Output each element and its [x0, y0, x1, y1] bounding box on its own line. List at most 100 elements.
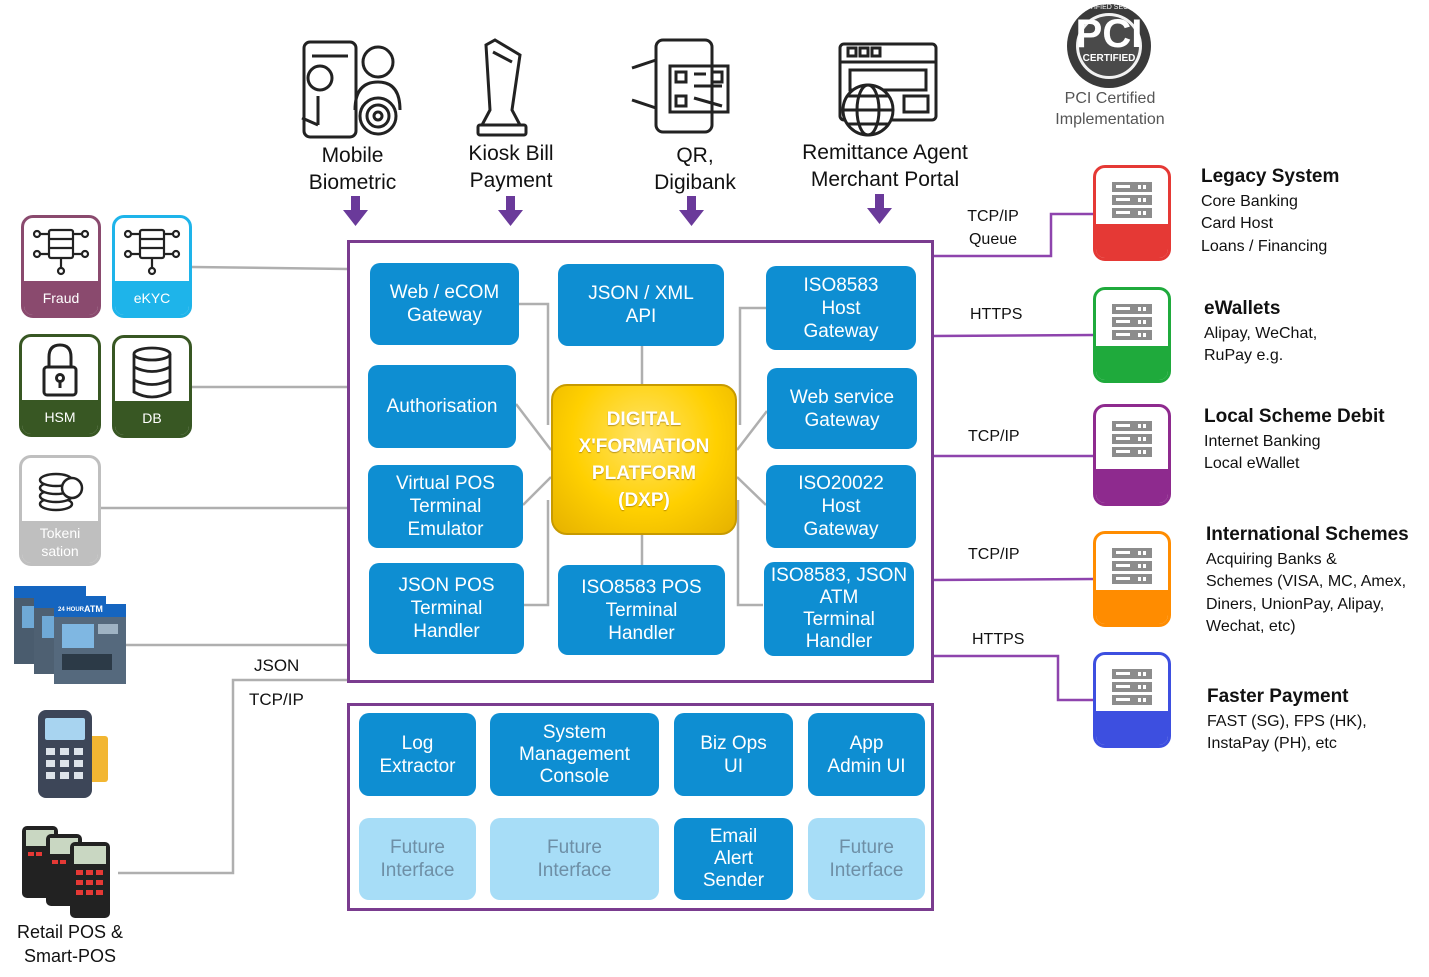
tool-future-interface-3: Future Interface	[808, 818, 925, 900]
connector-virtual-pos	[522, 476, 552, 506]
tool-future-interface-1: Future Interface	[359, 818, 476, 900]
protocol-right-faster-payment: HTTPS	[972, 631, 1025, 648]
web-portal-icon	[838, 42, 938, 137]
system-faster-payment-line-2: InstaPay (PH), etc	[1207, 735, 1337, 752]
system-ewallets-title: eWallets	[1204, 298, 1281, 319]
service-tokenisation-label: Tokeni sation	[22, 521, 98, 563]
arrow-remittance	[867, 194, 892, 224]
arrow-kiosk	[498, 196, 523, 226]
dxp-center: DIGITAL X'FORMATION PLATFORM (DXP)	[551, 384, 737, 535]
module-web-service-gateway: Web service Gateway	[767, 368, 917, 449]
source-label-kiosk: Kiosk Bill Payment	[468, 142, 554, 192]
server-rack-icon	[1112, 304, 1152, 340]
connector-international	[931, 577, 1095, 582]
protocol-right-international: TCP/IP	[968, 546, 1020, 563]
tool-email-alert-sender: Email Alert Sender	[674, 818, 793, 900]
dxp-core-frame	[347, 240, 934, 683]
card-terminal-icon	[38, 710, 108, 798]
tool-biz-ops-ui: Biz Ops UI	[674, 713, 793, 796]
server-rack-icon	[1112, 669, 1152, 705]
module-iso8583-host-gateway: ISO8583 Host Gateway	[766, 266, 916, 350]
qr-phone-icon	[631, 38, 730, 134]
connector-authorisation	[515, 403, 552, 451]
pci-logo-sub: CERTIFIED	[1082, 53, 1136, 64]
retail-pos-icon	[22, 826, 110, 918]
tool-system-management-console: System Management Console	[490, 713, 659, 796]
system-legacy-tile	[1093, 165, 1171, 261]
tool-future-interface-2: Future Interface	[490, 818, 659, 900]
tool-log-extractor: Log Extractor	[359, 713, 476, 796]
pci-label: PCI Certified Implementation	[1055, 90, 1165, 128]
service-db: DB	[112, 335, 192, 438]
connector-faster-payment	[932, 654, 1094, 702]
system-local-scheme-line-1: Internet Banking	[1204, 433, 1321, 450]
service-db-label: DB	[115, 401, 189, 435]
connector-iso8583-host	[738, 306, 766, 425]
system-international-line-1: Acquiring Banks &	[1206, 551, 1337, 568]
server-rack-icon	[1112, 182, 1152, 218]
service-hsm-label: HSM	[22, 400, 98, 434]
system-legacy-line-2: Card Host	[1201, 215, 1274, 232]
service-fraud: Fraud	[21, 215, 101, 318]
system-legacy-line-1: Core Banking	[1201, 193, 1298, 210]
system-local-scheme-band	[1096, 469, 1168, 503]
coin-stack-icon	[38, 472, 84, 512]
system-legacy-title: Legacy System	[1201, 166, 1340, 187]
source-label-remittance: Remittance Agent Merchant Portal	[802, 141, 968, 191]
system-local-scheme-line-2: Local eWallet	[1204, 455, 1300, 472]
kiosk-icon	[476, 38, 528, 137]
module-web-ecom-gateway: Web / eCOM Gateway	[370, 263, 519, 345]
server-rack-icon	[1112, 548, 1152, 584]
connector-pos	[118, 678, 348, 875]
database-icon	[132, 346, 172, 399]
service-fraud-label: Fraud	[24, 281, 98, 315]
system-ewallets-line-2: RuPay e.g.	[1204, 347, 1284, 364]
arrow-mobile	[343, 196, 368, 226]
connector-ewallets	[931, 333, 1095, 338]
service-tokenisation: Tokeni sation	[19, 455, 101, 566]
network-server-icon	[123, 228, 181, 276]
retail-pos-label: Retail POS & Smart-POS	[16, 922, 124, 966]
system-faster-payment-band	[1096, 711, 1168, 745]
system-faster-payment-title: Faster Payment	[1207, 686, 1349, 707]
system-ewallets-tile	[1093, 287, 1171, 383]
source-label-qr: QR, Digibank	[654, 144, 736, 194]
arrow-qr	[679, 196, 704, 226]
system-international-title: International Schemes	[1206, 524, 1409, 545]
module-iso8583-json-atm-handler: ISO8583, JSON ATM Terminal Handler	[764, 562, 914, 656]
connector-iso8583-atm	[736, 500, 763, 607]
protocol-tcpip-left: TCP/IP	[249, 690, 304, 709]
lock-icon	[42, 343, 78, 397]
atm-title: ATM	[84, 604, 103, 614]
connector-webservice	[736, 410, 768, 451]
module-authorisation: Authorisation	[368, 365, 516, 448]
server-rack-icon	[1112, 421, 1152, 457]
connector-legacy	[932, 212, 1094, 258]
tools-frame	[347, 703, 934, 911]
atm-icon	[14, 586, 126, 684]
pci-logo-ring: CERTIFIED SECURE	[1075, 4, 1143, 11]
system-international-line-3: Diners, UnionPay, Alipay,	[1206, 596, 1385, 613]
service-ekyc-label: eKYC	[115, 281, 189, 315]
system-ewallets-line-1: Alipay, WeChat,	[1204, 325, 1318, 342]
connector-fraud-ekyc	[191, 265, 349, 271]
system-international-tile	[1093, 531, 1171, 627]
service-ekyc: eKYC	[112, 215, 192, 318]
system-local-scheme-title: Local Scheme Debit	[1204, 406, 1385, 427]
atm-sub: 24 HOUR	[58, 607, 85, 613]
connector-web-ecom	[518, 302, 550, 425]
service-hsm: HSM	[19, 334, 101, 437]
module-json-pos-handler: JSON POS Terminal Handler	[369, 563, 524, 654]
module-virtual-pos-emulator: Virtual POS Terminal Emulator	[368, 465, 523, 548]
system-international-line-4: Wechat, etc)	[1206, 618, 1296, 635]
connector-iso20022	[736, 476, 767, 506]
connector-json-pos	[524, 500, 550, 607]
system-faster-payment-line-1: FAST (SG), FPS (HK),	[1207, 713, 1367, 730]
system-legacy-band	[1096, 224, 1168, 258]
network-server-icon	[32, 228, 90, 276]
source-label-mobile-biometric: Mobile Biometric	[308, 144, 397, 194]
